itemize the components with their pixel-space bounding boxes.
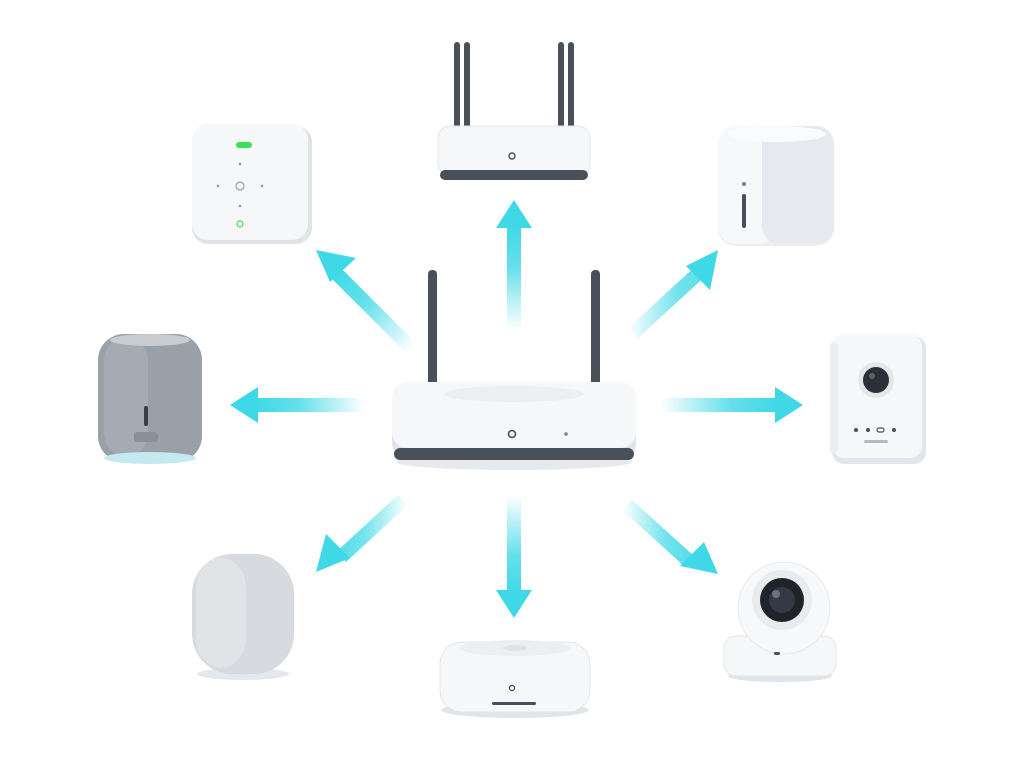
smart-cylinder-device-icon — [718, 126, 834, 246]
arrow-icon — [230, 387, 365, 423]
smart-speaker-icon — [98, 334, 202, 464]
arrow-icon — [660, 387, 803, 423]
arrow-icon — [622, 500, 718, 574]
wifi-router-icon — [392, 270, 636, 470]
arrow-icon — [496, 200, 532, 330]
wifi-router-icon — [437, 42, 591, 180]
smart-speaker-mini-icon — [192, 554, 294, 680]
arrow-icon — [316, 250, 356, 282]
smart-doorbell-icon — [830, 334, 926, 464]
arrow-icon — [316, 495, 408, 572]
smart-hub-disc-icon — [439, 640, 591, 718]
arrow-icon — [628, 250, 718, 338]
arrow-icon — [329, 266, 417, 354]
security-camera-icon — [723, 561, 837, 682]
smart-hub-icon — [192, 124, 312, 244]
arrow-icon — [496, 495, 532, 618]
